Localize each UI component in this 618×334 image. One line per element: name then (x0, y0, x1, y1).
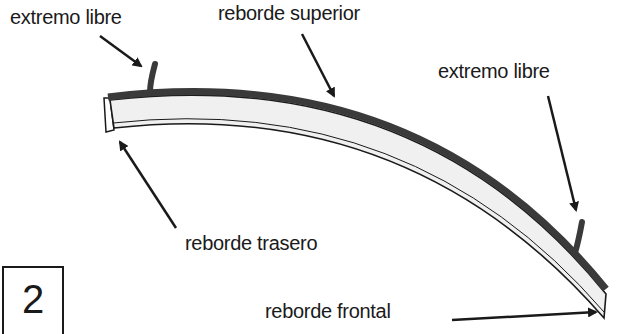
part-label: extremo libre (438, 60, 550, 83)
part-label: reborde superior (218, 2, 360, 25)
part-label: extremo libre (10, 6, 122, 29)
part-label: reborde trasero (185, 232, 317, 255)
leader-arrow (302, 34, 334, 96)
step-number-box: 2 (2, 266, 64, 334)
front-face (110, 95, 606, 318)
leader-arrow (100, 36, 141, 66)
free-end (150, 64, 155, 92)
top-flange (108, 92, 606, 289)
step-number: 2 (4, 279, 62, 319)
leader-arrow (548, 96, 576, 210)
leader-arrow (120, 142, 176, 228)
part-label: reborde frontal (265, 300, 391, 323)
leader-arrow (452, 312, 596, 320)
free-end (575, 222, 582, 253)
